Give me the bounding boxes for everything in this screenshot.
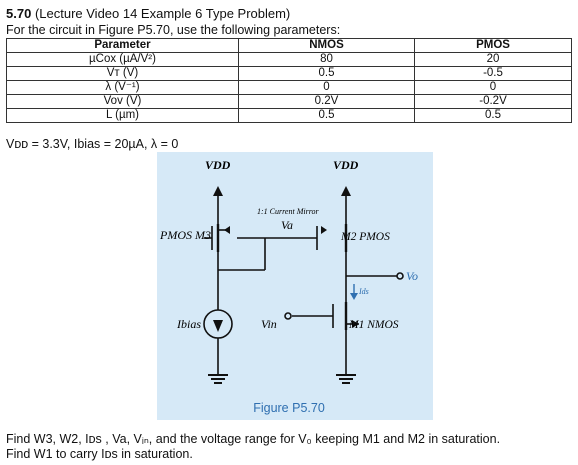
question-text: Find W3, W2, Iᴅs , Va, Vᵢₙ, and the volt… (6, 432, 500, 462)
table-row: L (µm) 0.5 0.5 (6, 108, 572, 123)
parameter-table: Parameter NMOS PMOS µCox (µA/V²) 80 20 V… (6, 38, 572, 123)
question-line-1: Find W3, W2, Iᴅs , Va, Vᵢₙ, and the volt… (6, 432, 501, 446)
problem-title: 5.70 (Lecture Video 14 Example 6 Type Pr… (6, 6, 290, 21)
table-cell: 0 (238, 80, 415, 95)
table-cell: 0.5 (414, 108, 572, 123)
table-cell: Vт (V) (6, 66, 239, 81)
figure-caption: Figure P5.70 (253, 401, 325, 415)
table-row: µCox (µA/V²) 80 20 (6, 52, 572, 67)
m2-label: M2 PMOS (340, 231, 390, 243)
current-arrow (213, 320, 223, 332)
table-cell: 0 (414, 80, 572, 95)
table-cell: L (µm) (6, 108, 239, 123)
table-cell: λ (V⁻¹) (6, 80, 239, 95)
vo-label: Vo (406, 269, 418, 283)
table-cell: -0.2V (414, 94, 572, 109)
circuit-figure: VDD VDD 1:1 Current Mirror Va PMOS M3 M2… (157, 152, 433, 420)
table-cell: 80 (238, 52, 415, 67)
ground-icon (211, 378, 225, 380)
ground-icon (339, 378, 353, 380)
header-nmos: NMOS (238, 38, 415, 53)
m3-arrow (224, 226, 230, 234)
circuit-schematic: VDD VDD 1:1 Current Mirror Va PMOS M3 M2… (159, 158, 418, 384)
ground-icon (342, 382, 350, 384)
va-label: Va (281, 218, 293, 232)
problem-intro: For the circuit in Figure P5.70, use the… (6, 23, 341, 37)
table-cell: -0.5 (414, 66, 572, 81)
vdd-label-left: VDD (205, 158, 231, 172)
ids-arrow-head (350, 293, 358, 300)
ibias-label: Ibias (176, 317, 201, 331)
table-row: Vov (V) 0.2V -0.2V (6, 94, 572, 109)
m1-arrow (352, 320, 359, 328)
table-cell: Vov (V) (6, 94, 239, 109)
vdd-label-right: VDD (333, 158, 359, 172)
table-cell: 20 (414, 52, 572, 67)
table-row: Vт (V) 0.5 -0.5 (6, 66, 572, 81)
mirror-label: 1:1 Current Mirror (257, 207, 320, 216)
ground-icon (214, 382, 222, 384)
m2-arrow (321, 226, 327, 234)
table-cell: 0.5 (238, 108, 415, 123)
question-line-2: Find W1 to carry Iᴅs in saturation. (6, 447, 193, 461)
table-header-row: Parameter NMOS PMOS (6, 38, 572, 53)
vdd-arrow-right (341, 186, 351, 196)
conditions-text: Vᴅᴅ = 3.3V, Ibias = 20µA, λ = 0 (6, 137, 179, 151)
table-cell: 0.2V (238, 94, 415, 109)
table-row: λ (V⁻¹) 0 0 (6, 80, 572, 95)
ground-icon (336, 374, 356, 376)
problem-number: 5.70 (6, 6, 32, 21)
output-terminal (396, 272, 404, 280)
table-cell: µCox (µA/V²) (6, 52, 239, 67)
header-parameter: Parameter (6, 38, 239, 53)
problem-title-text: (Lecture Video 14 Example 6 Type Problem… (34, 6, 291, 21)
m1-label: M1 NMOS (348, 319, 399, 331)
table-cell: 0.5 (238, 66, 415, 81)
vdd-arrow-left (213, 186, 223, 196)
m3-label: PMOS M3 (159, 228, 211, 242)
header-pmos: PMOS (414, 38, 572, 53)
vin-label: Vin (261, 317, 277, 331)
vin-terminal (284, 312, 292, 320)
ids-label: Ids (358, 287, 369, 296)
ground-icon (208, 374, 228, 376)
